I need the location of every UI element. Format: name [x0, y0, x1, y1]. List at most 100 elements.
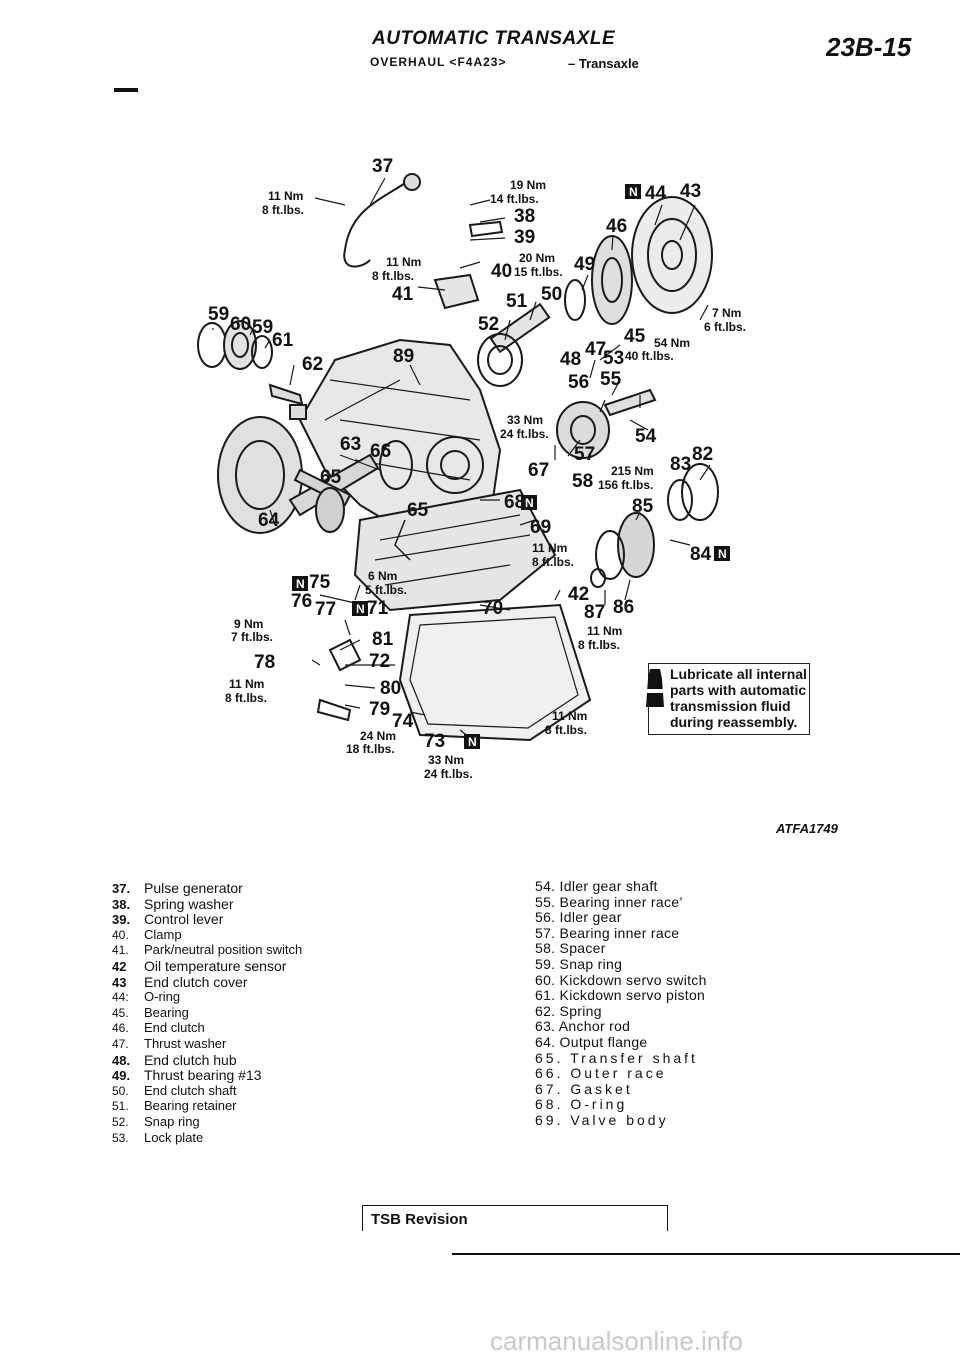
figure-code: ATFA1749	[776, 821, 838, 836]
torque-4-nm: 20 Nm	[519, 251, 555, 265]
legend-item-name: Thrust bearing #13	[144, 1067, 262, 1084]
callout-80: 80	[380, 678, 401, 699]
callout-71: 71	[367, 598, 389, 619]
torque-9-ftlb: 8 ft.lbs.	[532, 555, 574, 569]
legend-item: 50.End clutch shaft	[112, 1083, 412, 1099]
callout-77: 77	[315, 599, 336, 620]
legend-item-name: Park/neutral position switch	[144, 942, 303, 958]
torque-6-ftlb: 40 ft.lbs.	[625, 349, 674, 363]
callout-75: 75	[309, 572, 331, 593]
legend-item-number: 52.	[112, 1114, 129, 1129]
callout-55: 55	[600, 369, 622, 390]
callout-74: 74	[392, 711, 414, 732]
legend-item-number: 42	[112, 958, 127, 974]
legend-item-name: End clutch	[144, 1020, 205, 1036]
legend-item: 45. Bearing	[112, 1005, 412, 1021]
legend-item-number: 37.	[112, 881, 131, 896]
header-title: AUTOMATIC TRANSAXLE	[372, 28, 616, 49]
callout-65b: 65	[407, 500, 429, 521]
torque-7-nm: 33 Nm	[507, 413, 543, 427]
legend-item-number: 45.	[112, 1005, 129, 1020]
callout-86: 86	[613, 597, 634, 618]
torque-3-nm: 11 Nm	[386, 255, 421, 269]
legend-item: 67. Gasket	[535, 1080, 633, 1097]
callout-59a: 59	[208, 304, 229, 325]
watermark: carmanualsonline.info	[490, 1326, 743, 1356]
torque-1-nm: 11 Nm	[268, 189, 303, 203]
header-subtitle: OVERHAUL <F4A23>	[370, 55, 507, 69]
legend-item-name: Bearing retainer	[144, 1098, 237, 1114]
torque-13-ftlb: 8 ft.lbs.	[225, 691, 267, 705]
callout-58: 58	[572, 471, 593, 492]
legend-item: 47. Thrust washer	[112, 1036, 412, 1052]
callout-56: 56	[568, 372, 589, 393]
callout-85: 85	[632, 496, 654, 517]
legend-item: 48.End clutch hub	[112, 1052, 412, 1068]
legend-item: 61. Kickdown servo piston	[535, 987, 706, 1004]
torque-5-nm: 7 Nm	[712, 306, 741, 320]
legend-item-number: 47.	[112, 1036, 129, 1051]
torque-9-nm: 11 Nm	[532, 541, 567, 555]
legend-item: 58. Spacer	[535, 940, 606, 957]
legend-item-number: 46.	[112, 1021, 129, 1036]
callout-87: 87	[584, 602, 605, 623]
oil-pan	[398, 603, 592, 742]
legend-item: 39.Control lever	[112, 911, 412, 927]
torque-6-nm: 54 Nm	[654, 336, 690, 350]
torque-15-ftlb: 18 ft.lbs.	[346, 742, 395, 756]
legend-item: 40.Clamp	[112, 927, 412, 943]
legend-item: 64. Output flange	[535, 1033, 648, 1050]
legend-item-name: Thrust washer	[144, 1035, 227, 1051]
callout-53: 53	[603, 348, 624, 369]
legend-item-number: 40.	[112, 927, 129, 942]
callout-59b: 59	[252, 317, 273, 338]
lubrication-note: Lubricate all internal parts with automa…	[670, 666, 807, 730]
outer-race	[379, 440, 413, 490]
callout-54: 54	[635, 426, 657, 447]
new-part-mark-68: N	[525, 496, 534, 510]
torque-3-ftlb: 8 ft.lbs.	[372, 269, 414, 283]
end-clutch-cover	[631, 196, 713, 314]
callout-61: 61	[272, 330, 294, 351]
legend-item: 59. Snap ring	[535, 955, 623, 972]
legend-item: 49. Thrust bearing #13	[112, 1067, 412, 1083]
callout-79: 79	[369, 699, 390, 720]
callout-76: 76	[291, 591, 312, 612]
torque-15-nm: 24 Nm	[360, 729, 396, 743]
footer-rule	[452, 1253, 960, 1255]
legend-item-number: 50.	[112, 1083, 129, 1098]
new-part-mark-73: N	[468, 735, 477, 749]
legend-item: 53.Lock plate	[112, 1130, 412, 1146]
legend-item: 44:O-ring	[112, 989, 412, 1005]
callout-46: 46	[606, 216, 627, 237]
oil-can-icon	[646, 669, 664, 707]
legend-item: 51.Bearing retainer	[112, 1098, 412, 1114]
legend-item-number: 49.	[112, 1068, 131, 1084]
header-section: – Transaxle	[568, 56, 639, 71]
legend-item-name: Spring washer	[144, 895, 234, 912]
legend-item-name: Snap ring	[144, 1113, 200, 1129]
legend-item-name: Lock plate	[144, 1129, 204, 1145]
transaxle-case	[298, 338, 502, 542]
torque-11-ftlb: 7 ft.lbs.	[231, 630, 273, 644]
legend-item-number: 43	[112, 974, 127, 990]
legend-item: 60. Kickdown servo switch	[535, 971, 707, 988]
legend-item-name: Bearing	[144, 1004, 189, 1020]
callout-47: 47	[585, 339, 606, 360]
new-part-mark-75: N	[296, 577, 305, 591]
legend-item-name: End clutch hub	[144, 1051, 237, 1068]
callout-42: 42	[568, 584, 589, 605]
torque-12-ftlb: 8 ft.lbs.	[578, 638, 620, 652]
legend-item: 46. End clutch	[112, 1020, 412, 1036]
exploded-view-diagram: 37 38 39 40 41 43 44 46 49 50 51 52 45 4…	[197, 156, 746, 781]
callout-67: 67	[528, 460, 549, 481]
torque-13-nm: 11 Nm	[229, 677, 264, 691]
legend-item: 62. Spring	[535, 1002, 602, 1019]
torque-10-nm: 6 Nm	[368, 569, 397, 583]
legend-item-number: 41.	[112, 943, 129, 958]
callout-81: 81	[372, 629, 394, 650]
callout-39: 39	[514, 227, 535, 248]
legend-item-number: 39.	[112, 912, 131, 928]
